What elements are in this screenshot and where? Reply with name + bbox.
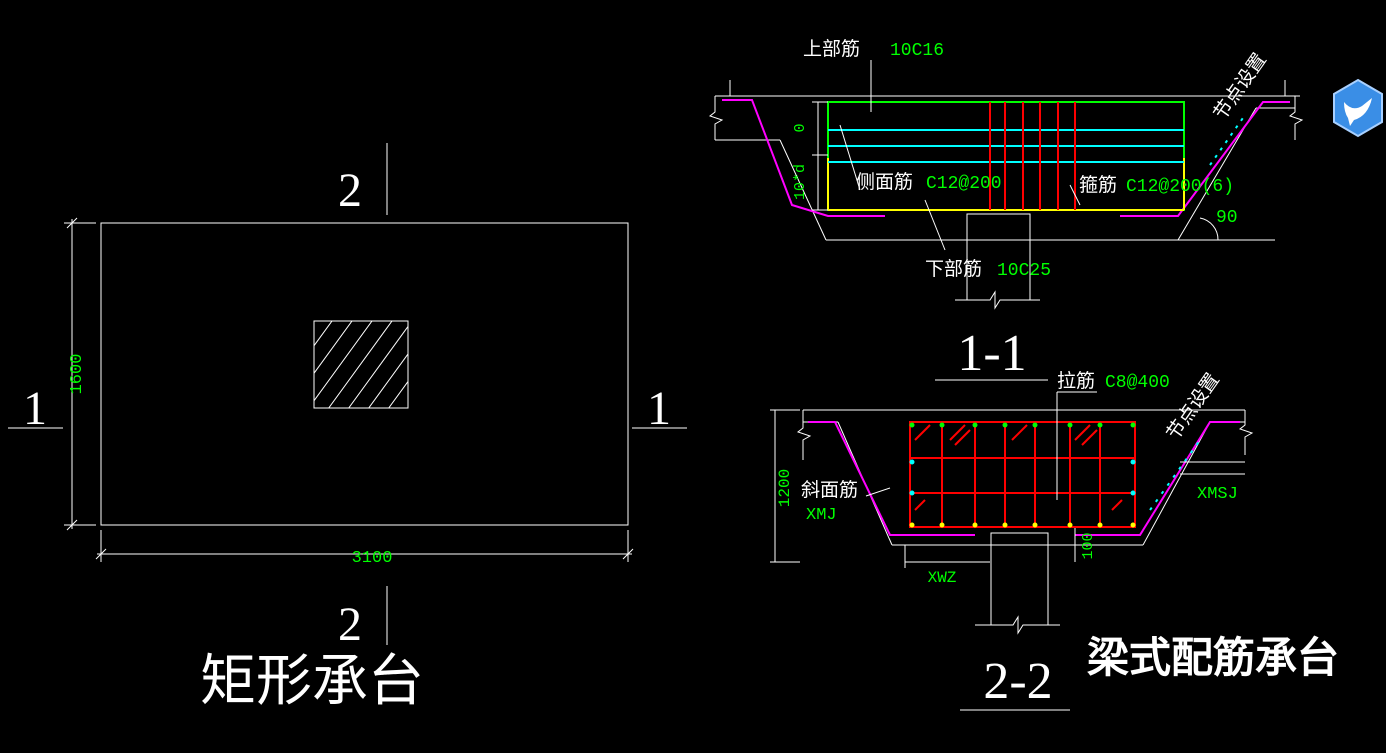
- svg-text:C12@200: C12@200: [926, 174, 1002, 194]
- section-1-1: 0 10*d 上部筋 10C16 侧面筋 C12@200 箍筋 C12@200(…: [708, 38, 1304, 382]
- bottom-bar-label: 下部筋 10C25: [925, 258, 1051, 281]
- plan-title: 矩形承台: [200, 649, 424, 714]
- svg-text:侧面筋: 侧面筋: [856, 171, 913, 193]
- section-1-title: 1-1: [957, 325, 1026, 382]
- svg-text:1: 1: [647, 382, 671, 435]
- slope-bar-left: [722, 99, 885, 217]
- section-marker-2-bottom: 2: [338, 586, 388, 651]
- height-dimension: 1600: [64, 217, 96, 531]
- svg-text:10C25: 10C25: [997, 261, 1051, 281]
- xmsj-label: XMSJ: [1197, 485, 1238, 504]
- stirrups: [989, 102, 1076, 210]
- svg-text:1: 1: [23, 382, 47, 435]
- svg-text:1200: 1200: [776, 469, 794, 507]
- height-value: 1600: [68, 354, 87, 395]
- svg-text:2: 2: [338, 598, 362, 651]
- svg-text:C8@400: C8@400: [1105, 373, 1170, 393]
- slope-bar-label: 斜面筋 XMJ: [801, 479, 858, 525]
- svg-text:XMJ: XMJ: [806, 506, 837, 525]
- svg-text:斜面筋: 斜面筋: [801, 479, 858, 501]
- rebar-grid: [909, 421, 1136, 528]
- rebar-dots-bottom: [909, 522, 1136, 528]
- svg-text:下部筋: 下部筋: [925, 258, 982, 280]
- section-2-title: 2-2: [983, 653, 1052, 710]
- slope-bar-right-2: [1075, 421, 1240, 536]
- section-marker-1-right: 1: [632, 382, 687, 435]
- plan-view: 3100 1600 1 1 2 2 矩形承台: [8, 143, 687, 714]
- node-setting-label-2: 节点设置: [1162, 369, 1224, 444]
- bird-icon[interactable]: [1333, 78, 1383, 138]
- tie-label: 拉筋 C8@400: [1057, 370, 1170, 393]
- svg-text:10C16: 10C16: [890, 41, 944, 61]
- stirrup-label: 箍筋 C12@200(6): [1079, 174, 1234, 197]
- svg-text:C12@200(6): C12@200(6): [1126, 177, 1234, 197]
- node-setting-label-1: 节点设置: [1209, 49, 1271, 124]
- svg-text:箍筋: 箍筋: [1079, 174, 1117, 196]
- svg-text:拉筋: 拉筋: [1057, 370, 1095, 392]
- column-hatched: [313, 320, 409, 409]
- side-bar-label: 侧面筋 C12@200: [856, 171, 1002, 194]
- width-dimension: 3100: [95, 530, 634, 568]
- rebar-dots-top: [909, 422, 1136, 428]
- svg-text:0: 0: [792, 123, 809, 132]
- pile-cap-outline: [100, 222, 629, 526]
- width-value: 3100: [352, 549, 393, 568]
- caption: 梁式配筋承台: [1087, 633, 1339, 682]
- svg-text:10*d: 10*d: [792, 164, 809, 200]
- slope-bar-left-2: [808, 421, 975, 536]
- section-marker-2-top: 2: [338, 143, 388, 217]
- section-marker-1-left: 1: [8, 382, 63, 435]
- slope-bar-right: [1120, 101, 1290, 217]
- svg-text:2: 2: [338, 164, 362, 217]
- top-bar-label: 上部筋 10C16: [803, 38, 944, 61]
- angle-label: 90: [1216, 208, 1238, 228]
- svg-text:100: 100: [1080, 532, 1097, 559]
- svg-text:上部筋: 上部筋: [803, 38, 860, 60]
- xwz-label: XWZ: [928, 569, 957, 587]
- rebar-dots-side: [909, 459, 1136, 496]
